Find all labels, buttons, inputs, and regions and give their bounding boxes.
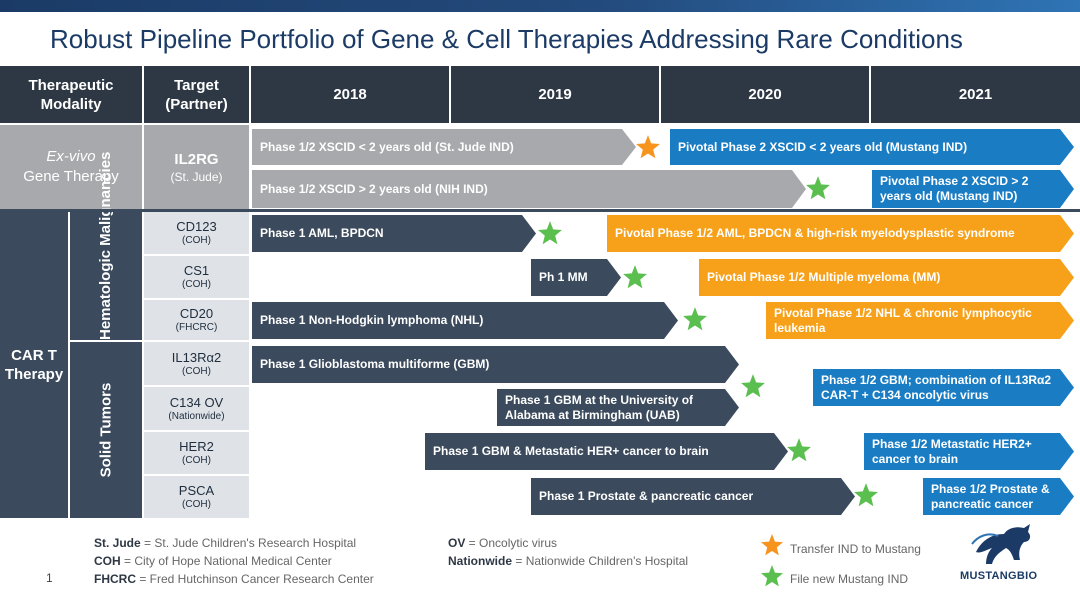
mustangbio-logo-text: MUSTANGBIO <box>960 570 1038 582</box>
bar-psca-phase12: Phase 1/2 Prostate & pancreatic cancer <box>923 478 1074 515</box>
bar-cs1-pivotal: Pivotal Phase 1/2 Multiple myeloma (MM) <box>699 259 1074 296</box>
footnote-abbr: FHCRC <box>94 572 136 586</box>
target-name: CD123 <box>176 219 217 234</box>
target-name: CS1 <box>183 263 210 278</box>
file-new-ind-star-icon <box>806 176 830 200</box>
target-partner: (COH) <box>182 455 211 466</box>
file-new-ind-star-icon <box>854 483 878 507</box>
transfer-ind-star-icon <box>636 135 660 159</box>
footnote-fhcrc: FHCRC = Fred Hutchinson Cancer Research … <box>94 570 374 588</box>
footnote-abbr: COH <box>94 554 121 568</box>
year-2019: 2019 <box>451 66 659 123</box>
footnote-text: = Oncolytic virus <box>465 536 558 550</box>
bar-il13ra2-phase1: Phase 1 Glioblastoma multiforme (GBM) <box>252 346 739 383</box>
subgroup-hematologic: Hematologic Malignancies <box>70 151 142 340</box>
bar-il2rg-pivotal-under2: Pivotal Phase 2 XSCID < 2 years old (Mus… <box>670 129 1074 165</box>
footnote-nationwide: Nationwide = Nationwide Children's Hospi… <box>448 552 688 570</box>
modality-exvivo-rest: Gene Therapy <box>23 168 119 185</box>
group-divider <box>0 209 1080 212</box>
bar-cd123-phase1: Phase 1 AML, BPDCN <box>252 215 536 252</box>
bar-il2rg-phase12-over2: Phase 1/2 XSCID > 2 years old (NIH IND) <box>252 170 806 208</box>
target-name: C134 OV <box>169 394 224 410</box>
legend-file-new-label: File new Mustang IND <box>790 572 909 586</box>
modality-exvivo-gene-therapy: Ex-vivo Gene Therapy <box>0 125 142 209</box>
bar-il13ra2-c134-phase12: Phase 1/2 GBM; combination of IL13Rα2 CA… <box>813 369 1074 406</box>
file-new-ind-star-icon <box>538 221 562 245</box>
footnote-abbr: St. Jude <box>94 536 141 550</box>
target-partner: (COH) <box>182 365 211 377</box>
target-her2: HER2 (COH) <box>144 432 249 474</box>
footnote-coh: COH = City of Hope National Medical Cent… <box>94 552 332 570</box>
bar-cd20-phase1: Phase 1 Non-Hodgkin lymphoma (NHL) <box>252 302 678 339</box>
target-partner: (COH) <box>182 279 211 290</box>
legend-green-star-icon <box>761 565 783 587</box>
target-cd123: CD123 (COH) <box>144 212 249 254</box>
header-modality: Therapeutic Modality <box>0 66 142 123</box>
footnote-text: = St. Jude Children's Research Hospital <box>140 536 357 550</box>
year-2018: 2018 <box>251 66 449 123</box>
subgroup-solid-label: Solid Tumors <box>97 382 115 478</box>
target-name: PSCA <box>178 483 215 498</box>
target-name: CD20 <box>179 306 214 321</box>
subgroup-hematologic-label: Hematologic Malignancies <box>97 151 114 340</box>
header-target: Target (Partner) <box>144 66 249 123</box>
bar-c134-phase1: Phase 1 GBM at the University of Alabama… <box>497 389 739 426</box>
legend-orange-star-icon <box>761 534 783 556</box>
target-psca: PSCA (COH) <box>144 476 249 518</box>
year-2021: 2021 <box>871 66 1080 123</box>
bar-psca-phase1: Phase 1 Prostate & pancreatic cancer <box>531 478 855 515</box>
footnote-abbr: OV <box>448 536 466 550</box>
mustang-horse-logo-icon <box>971 524 1031 564</box>
bar-cd123-pivotal: Pivotal Phase 1/2 AML, BPDCN & high-risk… <box>607 215 1074 252</box>
target-name: IL2RG <box>174 150 219 168</box>
footnote-ov: OV = Oncolytic virus <box>448 534 557 552</box>
footnote-stjude: St. Jude = St. Jude Children's Research … <box>94 534 356 552</box>
target-partner: (COH) <box>182 235 211 246</box>
target-partner: (Nationwide) <box>168 410 225 422</box>
bar-her2-phase12: Phase 1/2 Metastatic HER2+ cancer to bra… <box>864 433 1074 470</box>
target-partner: (COH) <box>182 499 211 510</box>
bar-her2-phase1: Phase 1 GBM & Metastatic HER+ cancer to … <box>425 433 788 470</box>
target-cd20: CD20 (FHCRC) <box>144 300 249 340</box>
target-name: IL13Rα2 <box>171 349 222 365</box>
target-name: HER2 <box>179 439 214 454</box>
modality-car-t-therapy: CAR T Therapy <box>0 212 68 518</box>
bar-cs1-phase1: Ph 1 MM <box>531 259 621 296</box>
bar-il2rg-pivotal-over2: Pivotal Phase 2 XSCID > 2 years old (Mus… <box>872 170 1074 208</box>
target-partner: (FHCRC) <box>175 322 218 333</box>
footnote-text: = City of Hope National Medical Center <box>120 554 332 568</box>
file-new-ind-star-icon <box>787 438 811 462</box>
footnote-abbr: Nationwide <box>448 554 513 568</box>
page-title: Robust Pipeline Portfolio of Gene & Cell… <box>50 24 963 54</box>
footnote-text: = Nationwide Children's Hospital <box>512 554 689 568</box>
legend-transfer-label: Transfer IND to Mustang <box>790 542 921 556</box>
target-il2rg: IL2RG (St. Jude) <box>144 125 249 209</box>
target-cs1: CS1 (COH) <box>144 256 249 298</box>
target-partner: (St. Jude) <box>170 169 223 184</box>
modality-exvivo-italic: Ex-vivo <box>46 148 96 165</box>
bar-il2rg-phase12-under2: Phase 1/2 XSCID < 2 years old (St. Jude … <box>252 129 636 165</box>
file-new-ind-star-icon <box>683 307 707 331</box>
file-new-ind-star-icon <box>741 374 765 398</box>
file-new-ind-star-icon <box>623 265 647 289</box>
footnote-text: = Fred Hutchinson Cancer Research Center <box>136 572 374 586</box>
top-accent-bar <box>0 0 1080 12</box>
target-il13ra2: IL13Rα2 (COH) <box>144 342 249 385</box>
page-number: 1 <box>46 571 53 585</box>
bar-cd20-pivotal: Pivotal Phase 1/2 NHL & chronic lymphocy… <box>766 302 1074 339</box>
subgroup-solid: Solid Tumors <box>70 342 142 518</box>
year-2020: 2020 <box>661 66 869 123</box>
target-c134-ov: C134 OV (Nationwide) <box>144 387 249 430</box>
